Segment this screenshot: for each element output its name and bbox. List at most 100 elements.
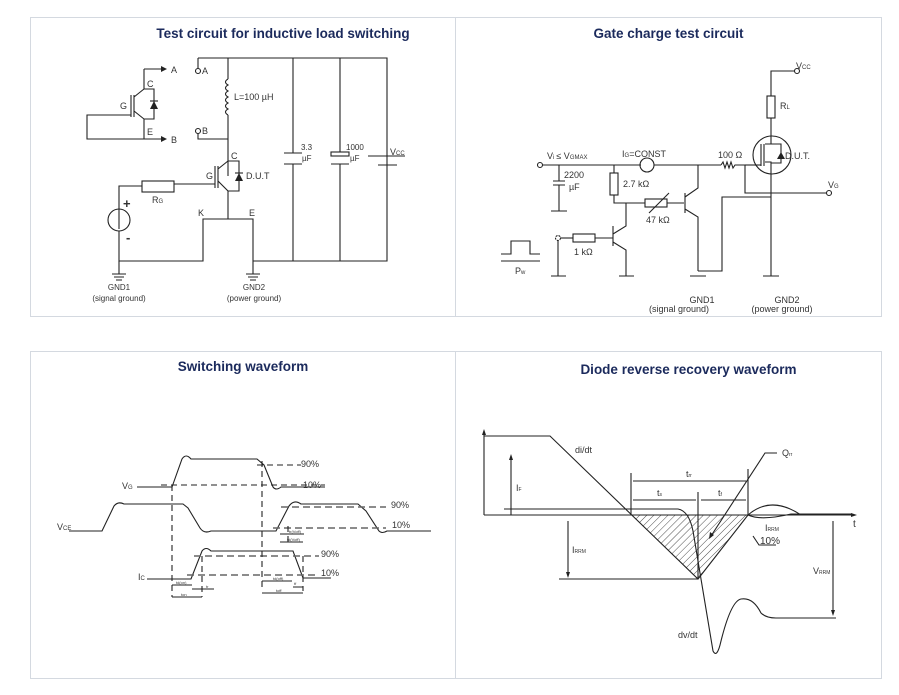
resistor-rl xyxy=(766,95,776,119)
ground-icon-gnd2 xyxy=(246,261,260,281)
label-b-out: B xyxy=(171,135,177,145)
label-r47: 47 kΩ xyxy=(646,215,670,225)
gate-charge-schematic: VCC RL D.U.T. Vi≤ VGMAX IG=CONST 100 Ω V… xyxy=(501,61,839,314)
panel-gate-charge: Gate charge test circuit VCC RL D.U.T. V… xyxy=(455,17,882,317)
current-source-icon xyxy=(639,157,655,173)
label-inductor: L=100 µH xyxy=(234,92,273,102)
label-gnd2: GND2 xyxy=(243,283,266,292)
label-vce-90: 90% xyxy=(391,500,409,510)
label-vcc: VCC xyxy=(390,147,405,157)
label-pw: Pw xyxy=(515,266,526,276)
label-tr-voff: tr(Voff) xyxy=(289,529,302,534)
label-plus: + xyxy=(123,196,131,211)
label-r27: 2.7 kΩ xyxy=(623,179,650,189)
label-r1k: 1 kΩ xyxy=(574,247,593,257)
label-dut: D.U.T xyxy=(246,171,270,181)
qrr-area xyxy=(631,515,748,579)
label-g: G xyxy=(120,101,127,111)
label-vce-10: 10% xyxy=(392,520,410,530)
mosfet-dut-icon xyxy=(752,135,792,175)
label-dut: D.U.T. xyxy=(785,151,810,161)
pulse-icon xyxy=(501,240,540,262)
label-rl: RL xyxy=(780,101,791,111)
label-dvdt: dv/dt xyxy=(678,630,698,640)
resistor-1k xyxy=(572,233,596,243)
inductive-load-schematic: A L=100 µH B A C G E B C D.U.T G xyxy=(86,57,405,303)
label-didt: di/dt xyxy=(575,445,593,455)
panel-title: Diode reverse recovery waveform xyxy=(580,362,797,377)
label-vg-90: 90% xyxy=(301,459,319,469)
vg-waveform xyxy=(137,455,325,490)
label-cap-unit: µF xyxy=(569,182,580,192)
panel-title: Test circuit for inductive load switchin… xyxy=(156,26,410,41)
label-rg: RG xyxy=(152,195,164,205)
label-vg: VG xyxy=(122,481,133,491)
label-b-in: B xyxy=(202,126,208,136)
label-a-in: A xyxy=(202,66,208,76)
label-cap1-value: 3.3 xyxy=(301,143,313,152)
label-a-out: A xyxy=(171,65,177,75)
label-gnd1: GND1 xyxy=(108,283,131,292)
label-e: E xyxy=(147,127,153,137)
label-vi: Vi≤ VGMAX xyxy=(547,151,587,161)
label-vg: VG xyxy=(828,180,839,190)
label-td-off: td(off) xyxy=(273,576,284,581)
panel-switching-waveform: Switching waveform VG 90% 10% VCE 90% 10… xyxy=(30,351,456,679)
panel-title: Gate charge test circuit xyxy=(593,26,744,41)
diode-icon xyxy=(150,101,158,109)
current-waveform xyxy=(484,435,802,580)
label-tr: tr xyxy=(206,584,209,589)
label-ic: IC xyxy=(138,572,146,582)
label-gnd2: GND2 xyxy=(774,295,799,305)
label-if: IF xyxy=(516,483,522,493)
label-t: t xyxy=(853,519,856,530)
ground-icon-gnd1 xyxy=(112,261,126,281)
panel-diode-recovery: Diode reverse recovery waveform t di/dt … xyxy=(455,351,882,679)
panel-inductive-load: Test circuit for inductive load switchin… xyxy=(30,17,456,317)
terminal-a xyxy=(194,67,202,75)
label-td-voff: td(Voff) xyxy=(287,537,300,542)
resistor-rg xyxy=(141,180,175,193)
label-cap2-value: 1000 xyxy=(346,143,364,152)
label-c: C xyxy=(147,79,154,89)
label-gnd2-desc: (power ground) xyxy=(227,294,282,303)
label-cap1-unit: µF xyxy=(302,154,312,163)
panel-title: Switching waveform xyxy=(177,359,309,374)
label-r100: 100 Ω xyxy=(718,150,743,160)
voltage-waveform xyxy=(504,508,836,654)
label-vg10: 10% xyxy=(303,480,321,490)
ic-waveform xyxy=(147,547,331,580)
label-ic-90: 90% xyxy=(321,549,339,559)
resistor-100-icon xyxy=(720,160,746,171)
label-minus: - xyxy=(126,230,130,245)
label-vcc: VCC xyxy=(796,61,811,71)
resistor-2k7 xyxy=(609,172,619,196)
label-td-on: td(on) xyxy=(176,580,187,585)
terminal-b xyxy=(194,127,202,135)
vce-waveform xyxy=(69,501,431,534)
label-10pct: 10% xyxy=(760,536,780,547)
label-ton: ton xyxy=(181,592,187,597)
label-vce: VCE xyxy=(57,522,71,532)
label-ig: IG=CONST xyxy=(622,149,666,159)
label-irrm-right: IRRM xyxy=(765,523,779,533)
battery-vcc-icon xyxy=(368,155,405,166)
label-ic-10: 10% xyxy=(321,568,339,578)
diode-recovery-diagram: t di/dt IF IRRM dv/dt VRRM trr ts tf Qrr… xyxy=(482,429,857,654)
label-gnd1-desc: (signal ground) xyxy=(92,294,146,303)
label-e2: E xyxy=(249,208,255,218)
label-g2: G xyxy=(206,171,213,181)
label-gnd1: GND1 xyxy=(689,295,714,305)
label-cap-value: 2200 xyxy=(564,170,584,180)
label-cap2-unit: µF xyxy=(350,154,360,163)
label-gnd2-desc: (power ground) xyxy=(751,304,812,314)
electrolytic-cap-icon xyxy=(330,151,350,157)
inductor-icon xyxy=(224,78,230,116)
label-irrm: IRRM xyxy=(572,545,586,555)
label-c2: C xyxy=(231,151,238,161)
label-k: K xyxy=(198,208,204,218)
label-gnd1-desc: (signal ground) xyxy=(649,304,709,314)
label-vrrm: VRRM xyxy=(813,566,830,576)
label-ts: ts xyxy=(657,488,663,498)
label-tf: tf xyxy=(718,488,723,498)
